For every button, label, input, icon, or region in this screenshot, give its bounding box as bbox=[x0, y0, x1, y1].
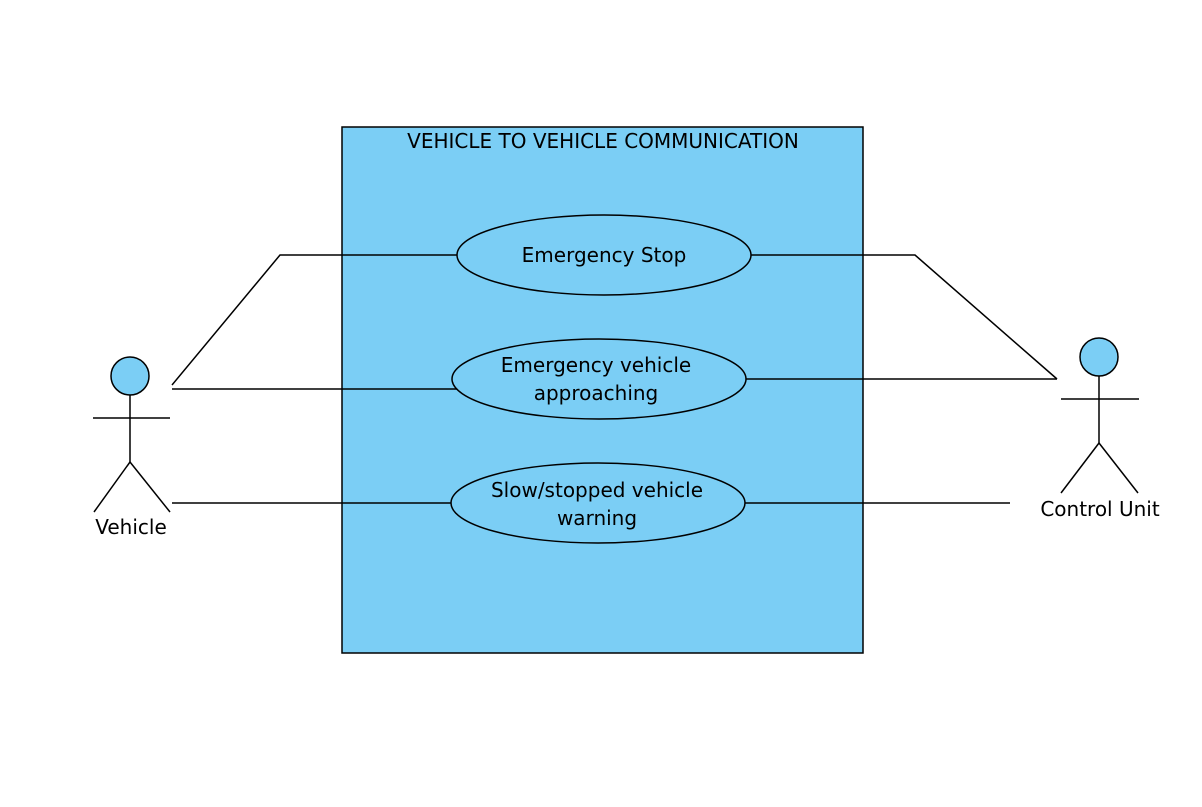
association-controlunit-emergency-stop bbox=[751, 254, 1058, 380]
use-case-slow-stopped-vehicle-warning: Slow/stopped vehicle warning bbox=[450, 462, 746, 544]
actor-name: Vehicle bbox=[95, 515, 167, 539]
use-case-label-line-2: approaching bbox=[534, 381, 659, 405]
actor-head bbox=[1079, 337, 1119, 377]
actor-right-leg bbox=[129, 461, 171, 513]
actor-left-leg bbox=[93, 461, 131, 513]
actor-vehicle: Vehicle bbox=[93, 356, 171, 539]
use-case-label-line-1: Emergency vehicle bbox=[501, 353, 691, 377]
actor-head bbox=[110, 356, 150, 396]
actor-name: Control Unit bbox=[1040, 497, 1160, 521]
association-vehicle-emergency-stop bbox=[171, 254, 458, 386]
use-case-label: Emergency Stop bbox=[522, 243, 687, 267]
use-case-ellipse bbox=[450, 462, 746, 544]
use-case-emergency-vehicle-approaching: Emergency vehicle approaching bbox=[451, 338, 747, 420]
use-case-ellipse bbox=[456, 214, 752, 296]
system-title: VEHICLE TO VEHICLE COMMUNICATION bbox=[407, 129, 799, 153]
use-case-label-line-1: Slow/stopped vehicle bbox=[491, 478, 703, 502]
actor-control-unit: Control Unit bbox=[1040, 337, 1160, 521]
actor-right-leg bbox=[1098, 442, 1139, 494]
use-case-ellipse bbox=[451, 338, 747, 420]
actor-left-leg bbox=[1060, 442, 1100, 494]
associations bbox=[171, 254, 1058, 504]
use-case-emergency-stop: Emergency Stop bbox=[456, 214, 752, 296]
use-case-label-line-2: warning bbox=[557, 506, 637, 530]
